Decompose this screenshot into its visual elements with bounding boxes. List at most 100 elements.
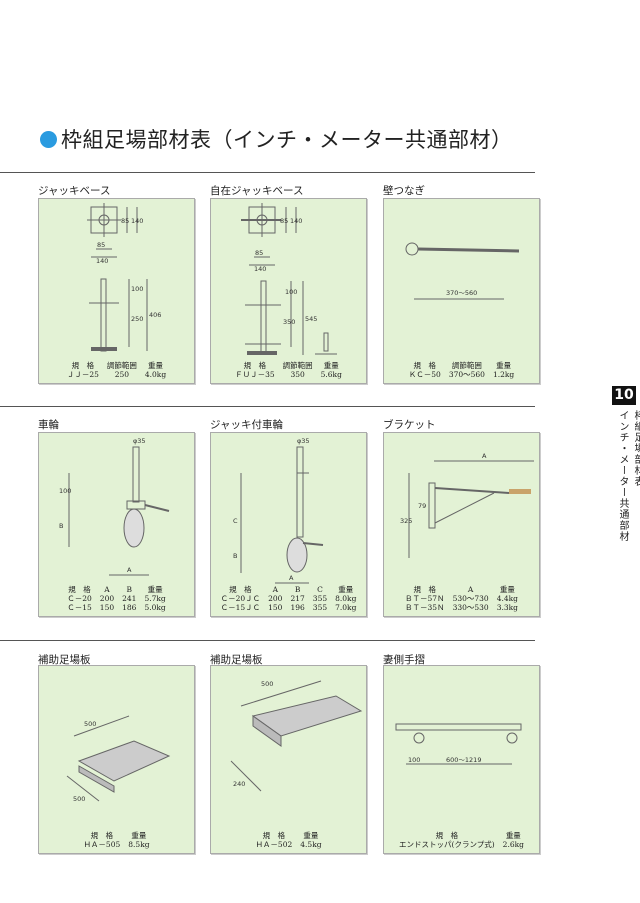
spec-cell: 7.0kg — [335, 603, 357, 612]
spec-header: 規 格 — [413, 585, 437, 594]
dim-label: 250 — [131, 315, 143, 323]
spec-cell: 8.5kg — [128, 840, 150, 849]
item-diagram: φ35 CB A — [233, 437, 324, 584]
spec-cell: 3.3kg — [496, 603, 518, 612]
spec-cell: ＢＴ－35Ｎ — [405, 603, 445, 612]
spec-header: 規 格 — [68, 585, 91, 594]
chapter-subtitle: インチ・メーター共通部材 — [617, 410, 628, 542]
spec-cell: ＢＴ－57Ｎ — [405, 594, 445, 603]
dim-label: 85 — [97, 241, 105, 249]
spec-header: 規 格 — [413, 361, 437, 370]
dim-label: A — [289, 574, 294, 582]
page-title-text: 枠組足場部材表（インチ・メーター共通部材） — [61, 128, 513, 152]
dim-label: 600～1219 — [446, 756, 481, 764]
dim-label: 140 — [254, 265, 266, 273]
spec-cell: 530～730 — [452, 594, 489, 603]
spec-header: 重量 — [338, 585, 354, 594]
dim-label: 100 — [408, 756, 420, 764]
spec-header: 規 格 — [229, 585, 252, 594]
item-title: 壁つなぎ — [383, 185, 425, 197]
dim-label: B — [59, 522, 63, 530]
dim-label: 545 — [305, 315, 317, 323]
dim-label: 85 — [121, 217, 129, 225]
spec-cell: 4.4kg — [496, 594, 518, 603]
spec-header: 重量 — [505, 831, 521, 840]
item-title: 妻側手摺 — [383, 654, 425, 666]
spec-header: 重量 — [499, 585, 515, 594]
chapter-tab: 枠組足場部材表 インチ・メーター共通部材 — [615, 410, 640, 542]
dim-label: 140 — [131, 217, 143, 225]
spec-cell: Ｃ－20ＪＣ — [220, 594, 261, 603]
spec-header: 重量 — [303, 831, 319, 840]
spec-header: 規 格 — [243, 361, 267, 370]
dim-label: 370～560 — [446, 289, 477, 297]
spec-cell: 150 — [268, 603, 283, 612]
spec-cell: 196 — [290, 603, 305, 612]
dim-label: 240 — [233, 780, 245, 788]
dim-label: 140 — [290, 217, 302, 225]
item-diagram: 370～560 — [405, 242, 520, 300]
spec-header: B — [294, 585, 301, 594]
spec-header: B — [126, 585, 133, 594]
spec-header: 調節範囲 — [106, 361, 137, 370]
dim-label: 79 — [418, 502, 426, 510]
dim-label: 100 — [131, 285, 143, 293]
dim-label: 500 — [84, 720, 96, 728]
dim-label: 500 — [261, 680, 273, 688]
dim-label: A — [127, 566, 132, 574]
item-title: ジャッキ付車輪 — [210, 419, 283, 431]
spec-cell: Ｃ－15 — [67, 603, 92, 612]
spec-cell: ＦＵＪ－35 — [235, 370, 275, 379]
spec-cell: 241 — [122, 594, 137, 603]
spec-cell: Ｃ－15ＪＣ — [220, 603, 261, 612]
spec-cell: 4.5kg — [300, 840, 322, 849]
item-title: 自在ジャッキベース — [210, 185, 304, 197]
spec-header: C — [317, 585, 323, 594]
spec-header: 規 格 — [71, 361, 95, 370]
spec-cell: 2.6kg — [502, 840, 524, 849]
spec-cell: 8.0kg — [335, 594, 357, 603]
spec-cell: エンドストッパ(クランプ式) — [399, 840, 495, 849]
item-diagram: 500 500 — [66, 715, 171, 803]
item-diagram: 100 600～1219 — [395, 723, 522, 765]
divider — [0, 172, 535, 173]
spec-cell: 217 — [290, 594, 305, 603]
spec-table: 規 格重量エンドストッパ(クランプ式)2.6kg — [395, 831, 528, 849]
spec-cell: 5.6kg — [320, 370, 342, 379]
dim-label: 100 — [285, 288, 297, 296]
spec-cell: 186 — [122, 603, 137, 612]
spec-header: 重量 — [323, 361, 339, 370]
spec-header: 規 格 — [90, 831, 114, 840]
spec-cell: 200 — [99, 594, 115, 603]
dim-label: 100 — [59, 487, 71, 495]
item-title: ブラケット — [383, 419, 436, 431]
spec-header: 重量 — [131, 831, 147, 840]
spec-header: 調節範囲 — [451, 361, 482, 370]
spec-header: A — [272, 585, 279, 594]
item-title: ジャッキベース — [38, 185, 111, 197]
divider — [0, 640, 535, 641]
spec-cell: 250 — [114, 370, 130, 379]
spec-cell: 5.0kg — [144, 603, 166, 612]
spec-cell: 5.7kg — [144, 594, 166, 603]
